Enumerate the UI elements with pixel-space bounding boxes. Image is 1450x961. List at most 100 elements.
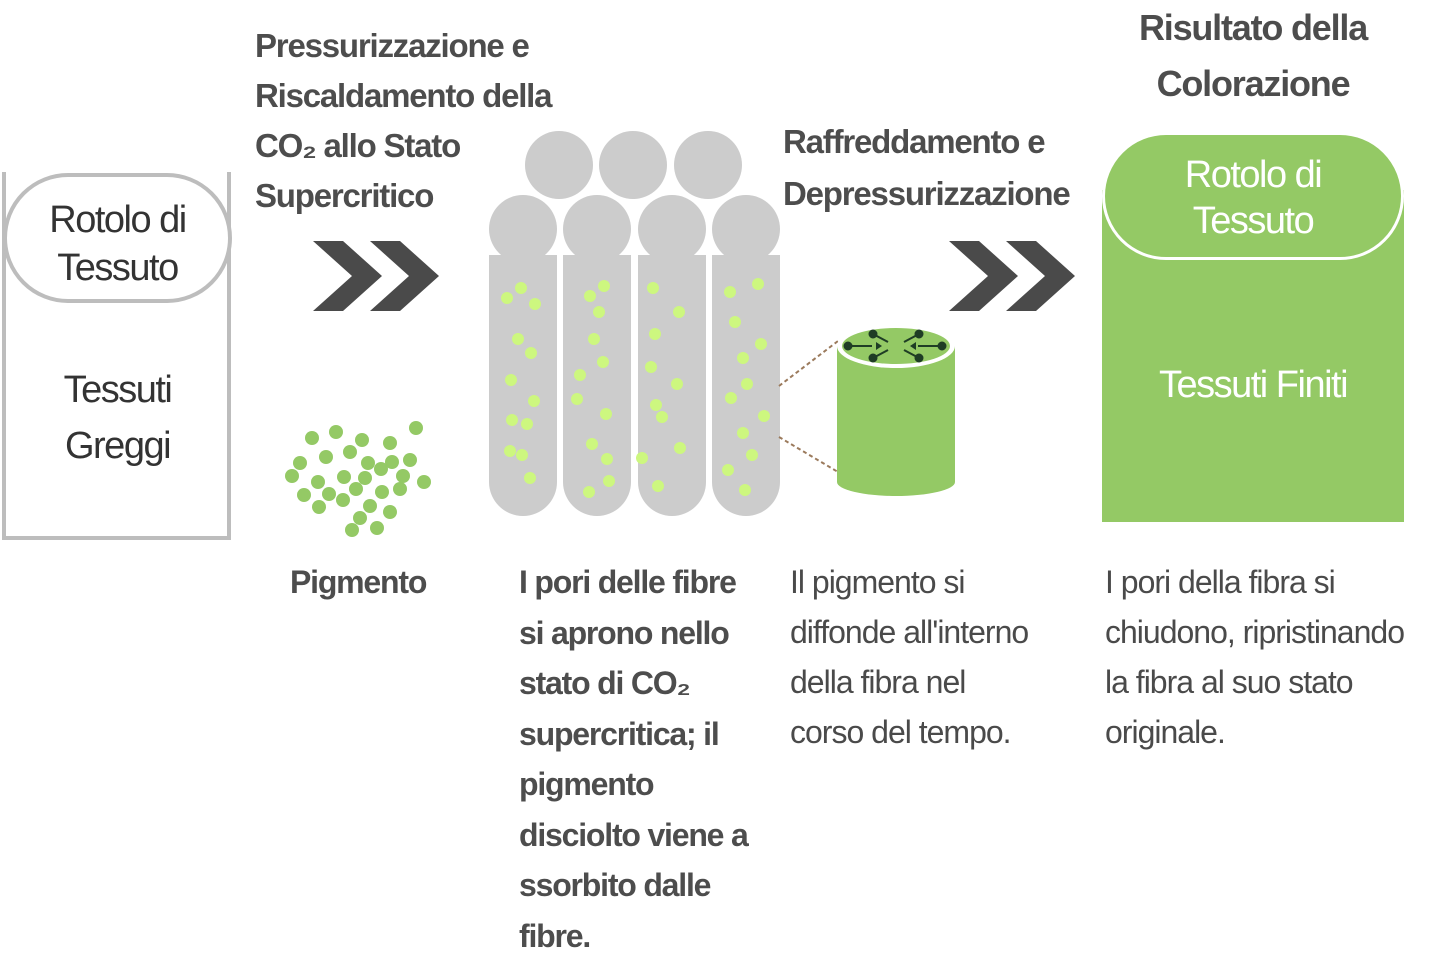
pigment-pore-dot (755, 338, 767, 350)
pigment-pore-dot (600, 408, 612, 420)
pigment-pore-dot (597, 356, 609, 368)
pigment-dot (361, 456, 375, 470)
finished-fabric-roll-cap (1102, 132, 1404, 260)
pigment-pore-dot (741, 378, 753, 390)
pigment-dot (363, 499, 377, 513)
pigment-dot (319, 450, 333, 464)
pigment-pore-dot (506, 414, 518, 426)
pigment-dot (353, 511, 367, 525)
pores-close-description: I pori della fibra si chiudono, ripristi… (1105, 564, 1405, 750)
step1-title: Pressurizzazione e Riscaldamento della C… (255, 27, 553, 214)
pigment-pore-dot (512, 333, 524, 345)
pigment-dot (396, 469, 410, 483)
pigment-dot (375, 485, 389, 499)
fiber-tube (563, 195, 631, 516)
fiber-bundle (489, 131, 780, 516)
pigment-dot (312, 500, 326, 514)
pigment-pore-dot (524, 472, 536, 484)
pigment-pore-dot (645, 361, 657, 373)
fiber-tube (712, 195, 780, 516)
pigment-dot (297, 488, 311, 502)
pigment-pore-dot (603, 475, 615, 487)
raw-fabric-roll-label: Rotolo di Tessuto (49, 199, 187, 289)
zoom-connector-lines (778, 340, 839, 473)
pigment-pore-dot (752, 278, 764, 290)
pigment-pore-dot (647, 282, 659, 294)
pigment-pore-dot (501, 292, 513, 304)
pigment-pore-dot (529, 298, 541, 310)
pigment-pore-dot (652, 480, 664, 492)
pigment-pore-dot (724, 286, 736, 298)
pigment-pore-dot (593, 306, 605, 318)
result-title: Risultato della Colorazione (1138, 7, 1368, 104)
chevron-arrow-icon-1 (313, 241, 439, 311)
pigment-pore-dot (601, 453, 613, 465)
pigment-pore-dot (505, 374, 517, 386)
pigment-dot (383, 505, 397, 519)
pigment-pore-dot (525, 347, 537, 359)
pigment-dot (393, 482, 407, 496)
pigment-dot (374, 462, 388, 476)
pigment-pore-dot (673, 306, 685, 318)
raw-fabric-container (2, 172, 231, 540)
fiber-tube (638, 195, 706, 516)
raw-fabric-roll-cap (3, 173, 232, 303)
pigment-pore-dot (588, 333, 600, 345)
pigment-dot (285, 469, 299, 483)
pigment-dot (417, 475, 431, 489)
pigment-dot (322, 487, 336, 501)
pigment-dots (285, 421, 431, 537)
pigment-dot (329, 425, 343, 439)
pigment-dot (409, 421, 423, 435)
pigment-dot (349, 482, 363, 496)
pigment-dot (370, 521, 384, 535)
pigment-pore-dot (516, 449, 528, 461)
pigment-dot (311, 475, 325, 489)
magnified-fiber (837, 324, 955, 496)
pigment-pore-dot (598, 280, 610, 292)
pigment-pore-dot (636, 452, 648, 464)
pigment-pore-dot (586, 438, 598, 450)
chevron-arrow-icon-2 (949, 241, 1075, 311)
pigment-label: Pigmento (290, 564, 427, 600)
fiber-tube (489, 195, 557, 516)
pigment-pore-dot (671, 378, 683, 390)
finished-fabric-content-label: Tessuti Finiti (1158, 364, 1349, 406)
pigment-dot (336, 493, 350, 507)
pigment-pore-dot (583, 486, 595, 498)
pigment-pore-dot (571, 393, 583, 405)
pigment-pore-dot (725, 392, 737, 404)
pigment-dot (337, 470, 351, 484)
pigment-dot (343, 445, 357, 459)
pigment-pore-dot (737, 352, 749, 364)
pigment-dot (358, 471, 372, 485)
pigment-dot (305, 431, 319, 445)
pigment-pore-dot (729, 316, 741, 328)
pigment-pore-dot (584, 290, 596, 302)
finished-fabric-roll-label: Rotolo di Tessuto (1184, 154, 1323, 242)
pigment-pore-dot (574, 369, 586, 381)
pigment-pore-dot (649, 328, 661, 340)
pigment-pore-dot (746, 449, 758, 461)
pigment-pore-dot (737, 427, 749, 439)
diffusion-description: Il pigmento si diffonde all'interno dell… (790, 564, 1029, 750)
fiber-pores-open-description: I pori delle fibre si aprono nello stato… (519, 564, 749, 954)
pigment-pore-dot (739, 484, 751, 496)
pigment-dot (345, 523, 359, 537)
pigment-dot (355, 433, 369, 447)
pigment-pore-dot (521, 418, 533, 430)
pore-diffusion-icon (843, 329, 947, 363)
pigment-pore-dot (674, 442, 686, 454)
pigment-pore-dot (758, 410, 770, 422)
pigment-dot (293, 456, 307, 470)
pigment-dot (385, 455, 399, 469)
pigment-pore-dot (504, 445, 516, 457)
pigment-pore-dot (528, 395, 540, 407)
pigment-pore-dot (650, 399, 662, 411)
pigment-pore-dot (515, 282, 527, 294)
raw-fabric-content-label: Tessuti Greggi (63, 369, 173, 467)
pigment-dot (383, 436, 397, 450)
step2-title: Raffreddamento e Depressurizzazione (783, 123, 1071, 212)
pigment-pore-dot (656, 411, 668, 423)
